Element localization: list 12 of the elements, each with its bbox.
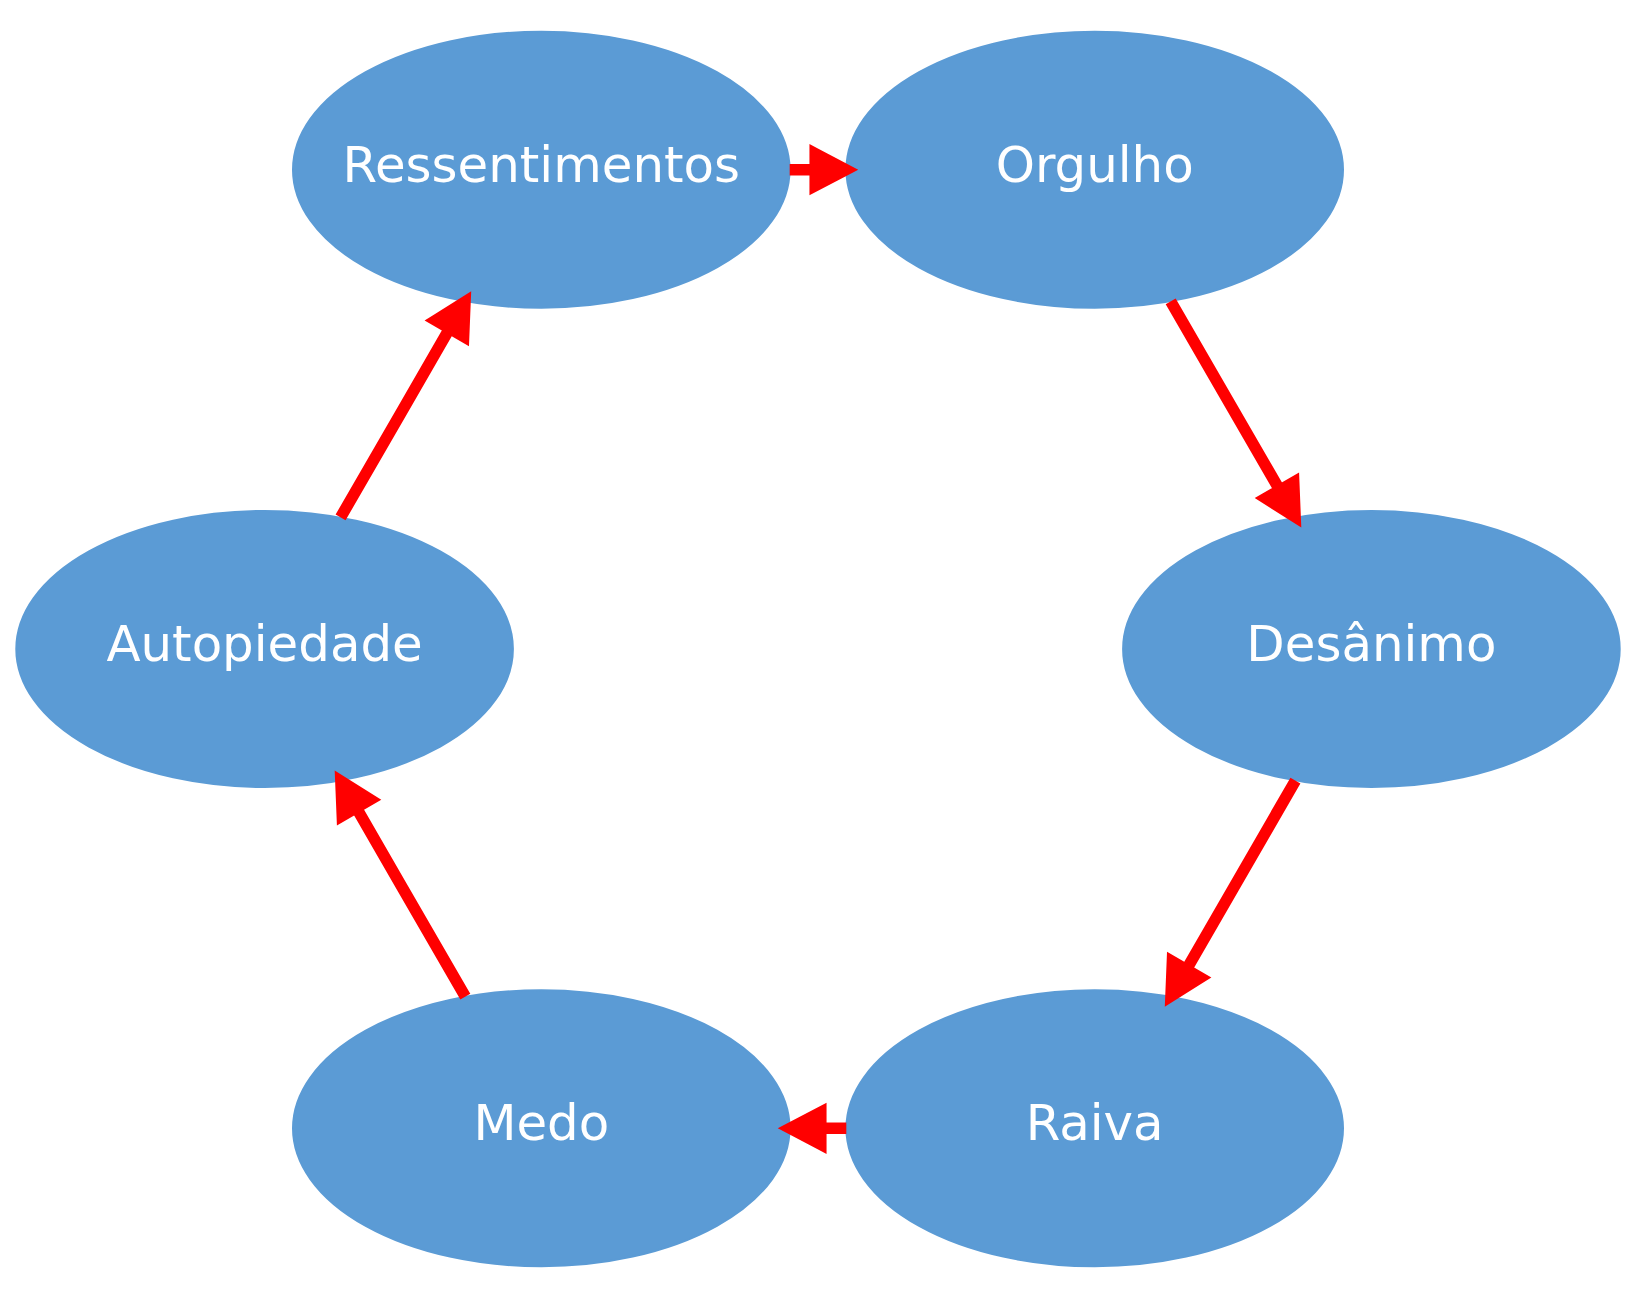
node-ellipse: Orgulho (845, 30, 1344, 309)
node-ellipse: Autopiedade (15, 509, 514, 788)
arrow (777, 1102, 847, 1154)
node-ellipse: Medo (292, 988, 791, 1267)
node-ellipse: Raiva (845, 988, 1344, 1267)
arrow (1165, 297, 1302, 528)
arrow (789, 143, 859, 195)
arrow (334, 769, 471, 1000)
arrow (335, 290, 472, 520)
node-ellipse: Ressentimentos (292, 30, 791, 309)
node-ellipse: Desânimo (1122, 509, 1621, 788)
arrow (1164, 777, 1301, 1007)
